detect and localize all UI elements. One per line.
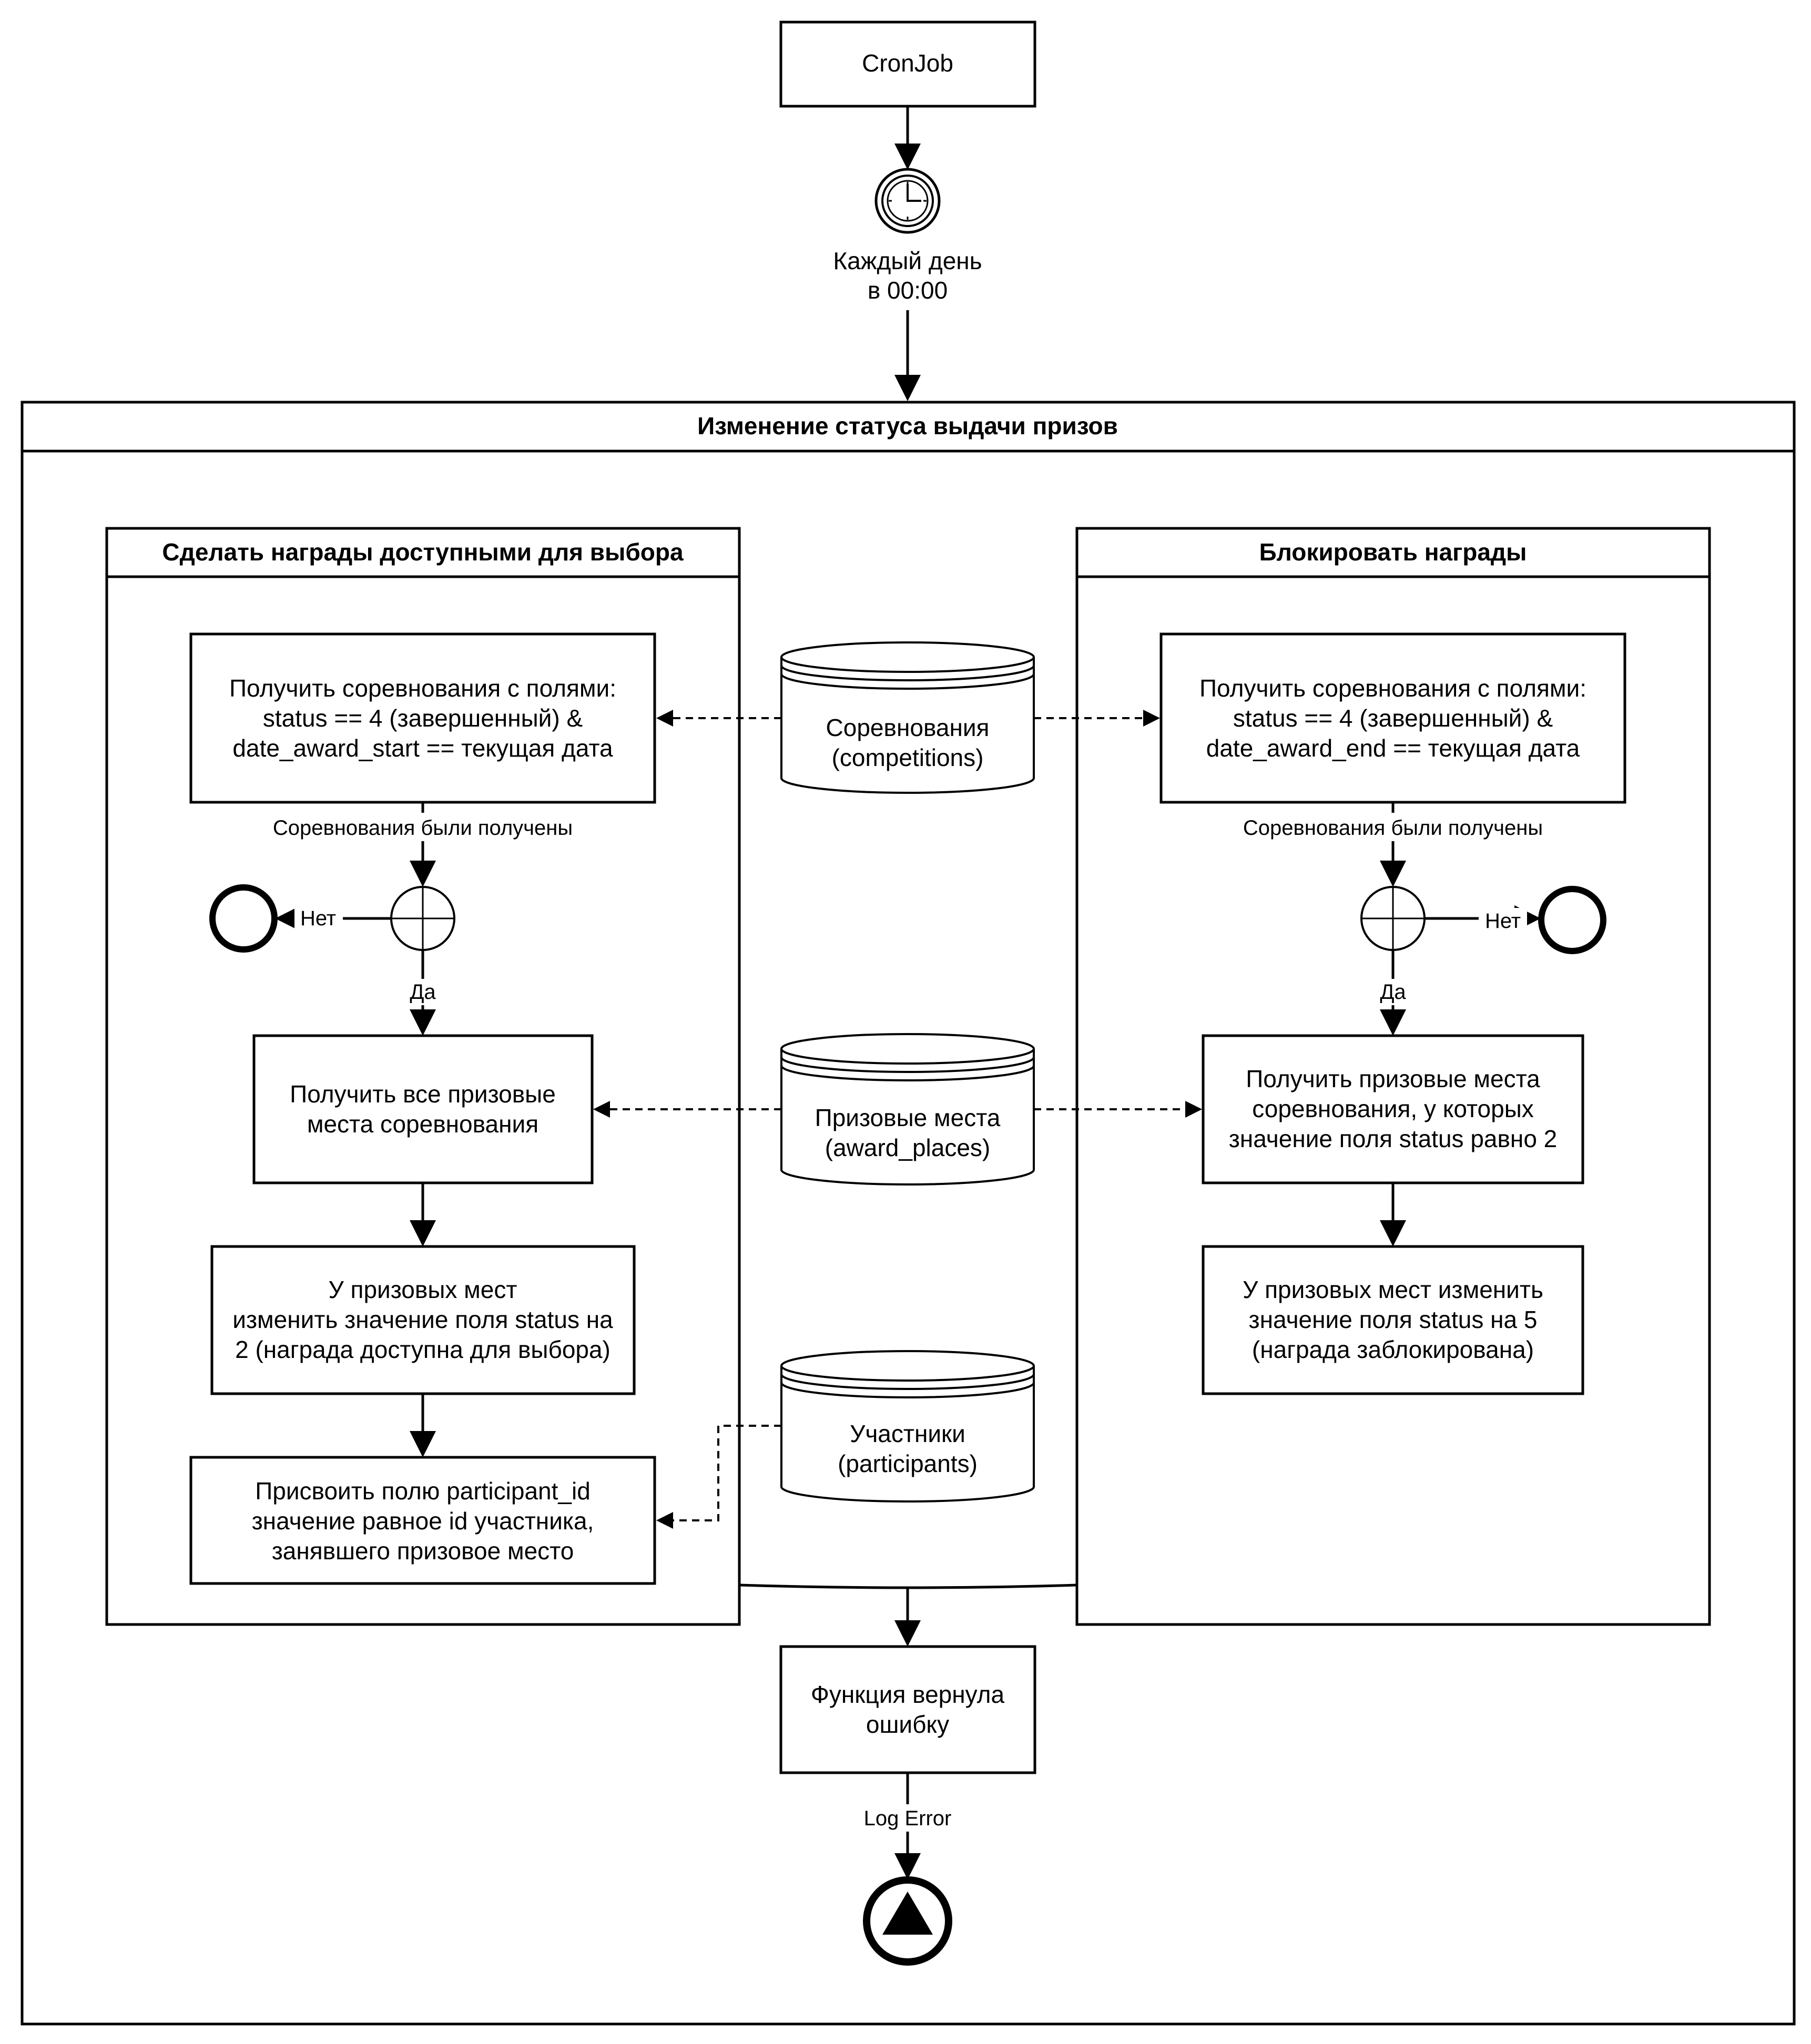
process-container: Изменение статуса выдачи призов xyxy=(21,401,1796,2026)
right-get-competitions-task: Получить соревнования с полями: status =… xyxy=(1159,632,1626,804)
datastore-participants: Участники (participants) xyxy=(780,1350,1035,1503)
svg-text:Получить соревнования с полями: Получить соревнования с полями: xyxy=(1199,674,1586,702)
edge-lanes-merge xyxy=(739,1583,1077,1589)
svg-text:Функция вернула: Функция вернула xyxy=(811,1681,1005,1708)
svg-text:(award_places): (award_places) xyxy=(825,1134,990,1161)
timer-label-line-1: Каждый день xyxy=(833,247,982,274)
datastore-competitions: Соревнования (competitions) xyxy=(780,641,1035,794)
clock-icon xyxy=(887,180,929,222)
left-received-label: Соревнования были получены xyxy=(273,816,573,840)
right-no-label: Нет xyxy=(1485,909,1521,933)
right-yes-label: Да xyxy=(1380,980,1406,1004)
svg-text:Получить все призовые: Получить все призовые xyxy=(290,1080,556,1108)
datastore-award-places: Призовые места (award_places) xyxy=(780,1033,1035,1185)
svg-text:У призовых мест изменить: У призовых мест изменить xyxy=(1243,1276,1543,1303)
left-set-status-task: У призовых мест изменить значение поля s… xyxy=(210,1245,636,1395)
error-end-event xyxy=(863,1876,952,1966)
svg-text:status == 4 (завершенный) &: status == 4 (завершенный) & xyxy=(1233,704,1553,732)
left-subprocess-title: Сделать награды доступными для выбора xyxy=(162,538,684,566)
left-no-label: Нет xyxy=(300,907,336,930)
svg-text:date_award_start == текущая да: date_award_start == текущая дата xyxy=(232,734,613,762)
right-received-label: Соревнования были получены xyxy=(1243,816,1543,840)
error-task: Функция вернула ошибку xyxy=(779,1645,1036,1774)
left-subprocess: Сделать награды доступными для выбора xyxy=(105,527,741,1626)
svg-text:изменить значение поля status: изменить значение поля status на xyxy=(232,1306,613,1333)
timer-event xyxy=(874,168,941,234)
svg-text:(participants): (participants) xyxy=(838,1450,978,1477)
svg-text:Получить призовые места: Получить призовые места xyxy=(1246,1065,1540,1092)
svg-text:значение поля status равно 2: значение поля status равно 2 xyxy=(1229,1125,1558,1152)
assoc-participants-left xyxy=(656,1425,781,1529)
right-end-event xyxy=(1538,886,1606,954)
triangle-icon xyxy=(882,1892,933,1935)
svg-text:Участники: Участники xyxy=(850,1420,965,1447)
left-end-event xyxy=(209,884,278,953)
svg-text:значение поля status на 5: значение поля status на 5 xyxy=(1249,1306,1538,1333)
right-set-status-task: У призовых мест изменить значение поля s… xyxy=(1202,1245,1584,1395)
process-title: Изменение статуса выдачи призов xyxy=(697,412,1118,440)
svg-text:Присвоить полю participant_id: Присвоить полю participant_id xyxy=(255,1477,591,1505)
timer-label-line-2: в 00:00 xyxy=(868,277,948,304)
left-get-places-task: Получить все призовые места соревнования xyxy=(252,1034,594,1184)
svg-text:Соревнования: Соревнования xyxy=(826,714,990,741)
right-subprocess-title: Блокировать награды xyxy=(1259,538,1527,566)
svg-text:значение равное id участника,: значение равное id участника, xyxy=(252,1507,594,1535)
left-get-competitions-task: Получить соревнования с полями: status =… xyxy=(189,632,656,804)
svg-text:места соревнования: места соревнования xyxy=(307,1110,538,1138)
svg-text:status == 4 (завершенный) &: status == 4 (завершенный) & xyxy=(263,704,583,732)
right-gateway xyxy=(1360,886,1426,951)
log-error-label: Log Error xyxy=(864,1807,952,1830)
left-yes-label: Да xyxy=(410,980,436,1004)
left-gateway xyxy=(390,886,455,951)
svg-text:ошибку: ошибку xyxy=(866,1711,949,1738)
right-subprocess: Блокировать награды xyxy=(1075,527,1711,1626)
svg-text:Получить соревнования с полями: Получить соревнования с полями: xyxy=(229,674,616,702)
svg-text:занявшего призовое место: занявшего призовое место xyxy=(272,1537,574,1565)
svg-text:соревнования, у которых: соревнования, у которых xyxy=(1252,1095,1534,1122)
svg-text:date_award_end == текущая дата: date_award_end == текущая дата xyxy=(1206,734,1580,762)
svg-text:У призовых мест: У призовых мест xyxy=(329,1276,517,1303)
left-assign-participant-task: Присвоить полю participant_id значение р… xyxy=(189,1456,656,1585)
cronjob-node: CronJob xyxy=(779,21,1036,108)
cronjob-label: CronJob xyxy=(862,49,953,77)
right-get-places-task: Получить призовые места соревнования, у … xyxy=(1202,1034,1584,1184)
svg-text:Призовые места: Призовые места xyxy=(815,1104,1001,1131)
svg-text:(competitions): (competitions) xyxy=(832,744,984,771)
svg-text:(награда заблокирована): (награда заблокирована) xyxy=(1252,1336,1534,1363)
svg-text:2 (награда доступна для выбора: 2 (награда доступна для выбора) xyxy=(235,1336,611,1363)
